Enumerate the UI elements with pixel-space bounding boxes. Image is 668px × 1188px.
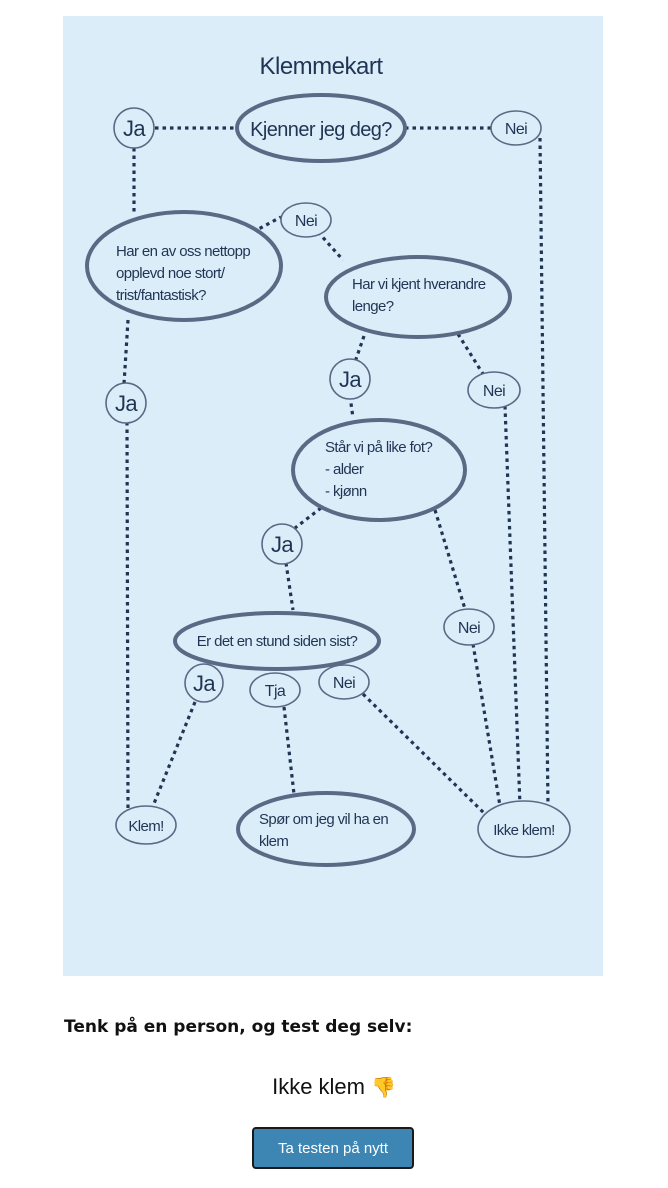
connector-ja5-klem [151, 701, 197, 807]
node-spor-om-klem: Spør om jeg vil ha en klem [236, 791, 416, 867]
connector-lenge-ja2 [353, 335, 366, 363]
node-spor-line-2: klem [259, 833, 288, 850]
node-ja-like-fot: Ja [261, 523, 303, 565]
connector-ja4-stund [284, 562, 295, 611]
node-kjent-lenge-line-2: lenge? [352, 298, 394, 315]
connector-likefot-ja4 [294, 506, 322, 530]
node-nei-top: Nei [490, 110, 542, 146]
svg-text:Spør om jeg vil ha en kl: Spør om jeg vil ha en klem [259, 811, 392, 850]
connector-likefot-nei4 [433, 509, 467, 610]
node-spor-line-1: Spør om jeg vil ha en [259, 811, 388, 828]
diagram-title: Klemmekart [259, 53, 383, 80]
node-like-fot-line-2: - alder [325, 461, 364, 478]
connector-nei5-ikkeklem [361, 692, 487, 816]
node-klem-label: Klem! [128, 818, 163, 835]
node-nei-5: Nei [318, 664, 370, 700]
node-nei-4: Nei [443, 608, 495, 646]
node-klem: Klem! [115, 805, 177, 845]
connector-stort-nei2 [252, 215, 282, 234]
connector-stort-ja3 [122, 319, 130, 385]
node-like-fot-line-3: - kjønn [325, 483, 367, 500]
connector-ja3-klem [125, 421, 130, 811]
node-like-fot: Står vi på like fot? - alder - kjønn [291, 418, 467, 522]
node-ja-left-label: Ja [115, 391, 138, 416]
node-ja-left: Ja [105, 382, 147, 424]
node-tja: Tja [249, 672, 301, 708]
node-nei-top-label: Nei [505, 121, 527, 138]
test-result: Ikke klem 👎 [0, 1074, 668, 1100]
node-kjent-lenge-line-1: Har vi kjent hverandre [352, 276, 486, 293]
svg-text:Har en av oss nettopp op: Har en av oss nettopp opplevd noe stort/… [116, 243, 254, 304]
node-noe-stort-line-2: opplevd noe stort/ [116, 265, 226, 282]
node-noe-stort: Har en av oss nettopp opplevd noe stort/… [85, 210, 283, 322]
result-text: Ikke klem [272, 1074, 365, 1099]
connector-nei2-lenge [316, 230, 345, 262]
connector-lenge-nei3 [456, 333, 485, 375]
flowchart-panel: Klemmekart Ja Kjenner jeg deg? Nei Har e… [63, 16, 603, 976]
node-ikke-klem: Ikke klem! [477, 800, 571, 858]
node-ja-top-label: Ja [123, 116, 146, 141]
node-ja-stund-label: Ja [193, 671, 216, 696]
node-nei-4-label: Nei [458, 620, 480, 637]
node-ja-lenge-label: Ja [339, 367, 362, 392]
node-ja-stund: Ja [184, 663, 224, 703]
flowchart-svg: Klemmekart Ja Kjenner jeg deg? Nei Har e… [63, 16, 603, 976]
connector-nei1-ikkeklem [538, 137, 550, 807]
node-ja-top: Ja [113, 107, 155, 149]
node-tja-label: Tja [265, 683, 286, 700]
node-ja-lenge: Ja [329, 358, 371, 400]
node-noe-stort-line-3: trist/fantastisk? [116, 287, 206, 304]
node-nei-2-label: Nei [295, 213, 317, 230]
connector-nei4-ikkeklem [471, 643, 502, 807]
node-kjenner-label: Kjenner jeg deg? [250, 119, 392, 141]
retake-test-button[interactable]: Ta testen på nytt [252, 1127, 414, 1169]
node-kjent-lenge: Har vi kjent hverandre lenge? [324, 255, 512, 339]
node-nei-5-label: Nei [333, 675, 355, 692]
node-nei-2: Nei [280, 202, 332, 238]
node-noe-stort-line-1: Har en av oss nettopp [116, 243, 250, 260]
node-kjenner-jeg-deg: Kjenner jeg deg? [235, 93, 407, 163]
svg-text:Har vi kjent hverandre l: Har vi kjent hverandre lenge? [352, 276, 489, 315]
node-nei-3: Nei [467, 371, 521, 409]
test-prompt: Tenk på en person, og test deg selv: [64, 1017, 413, 1037]
node-ja-like-fot-label: Ja [271, 532, 294, 557]
node-like-fot-line-1: Står vi på like fot? [325, 439, 432, 456]
node-stund-siden: Er det en stund siden sist? [173, 611, 381, 671]
node-ikke-klem-label: Ikke klem! [493, 822, 555, 839]
node-stund-siden-label: Er det en stund siden sist? [197, 633, 358, 650]
thumbs-down-icon: 👎 [371, 1077, 396, 1099]
svg-text:Står vi på like fot? - a: Står vi på like fot? - alder - kjønn [325, 439, 436, 500]
node-nei-3-label: Nei [483, 383, 505, 400]
